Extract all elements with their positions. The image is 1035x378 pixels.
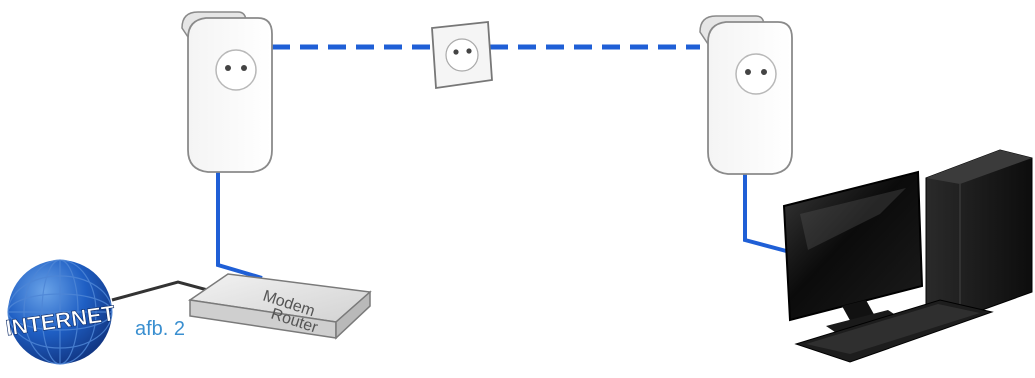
powerline-adapter-icon xyxy=(700,16,792,174)
globe-icon: INTERNET xyxy=(4,260,117,364)
ethernet-cable-right xyxy=(745,170,790,252)
ethernet-cable-left xyxy=(218,168,262,278)
desktop-computer-icon xyxy=(784,150,1032,334)
figure-caption: afb. 2 xyxy=(135,318,185,341)
wall-socket-icon xyxy=(432,22,492,88)
powerline-adapter-icon xyxy=(182,12,272,172)
router-icon: Modem Router xyxy=(190,274,370,338)
